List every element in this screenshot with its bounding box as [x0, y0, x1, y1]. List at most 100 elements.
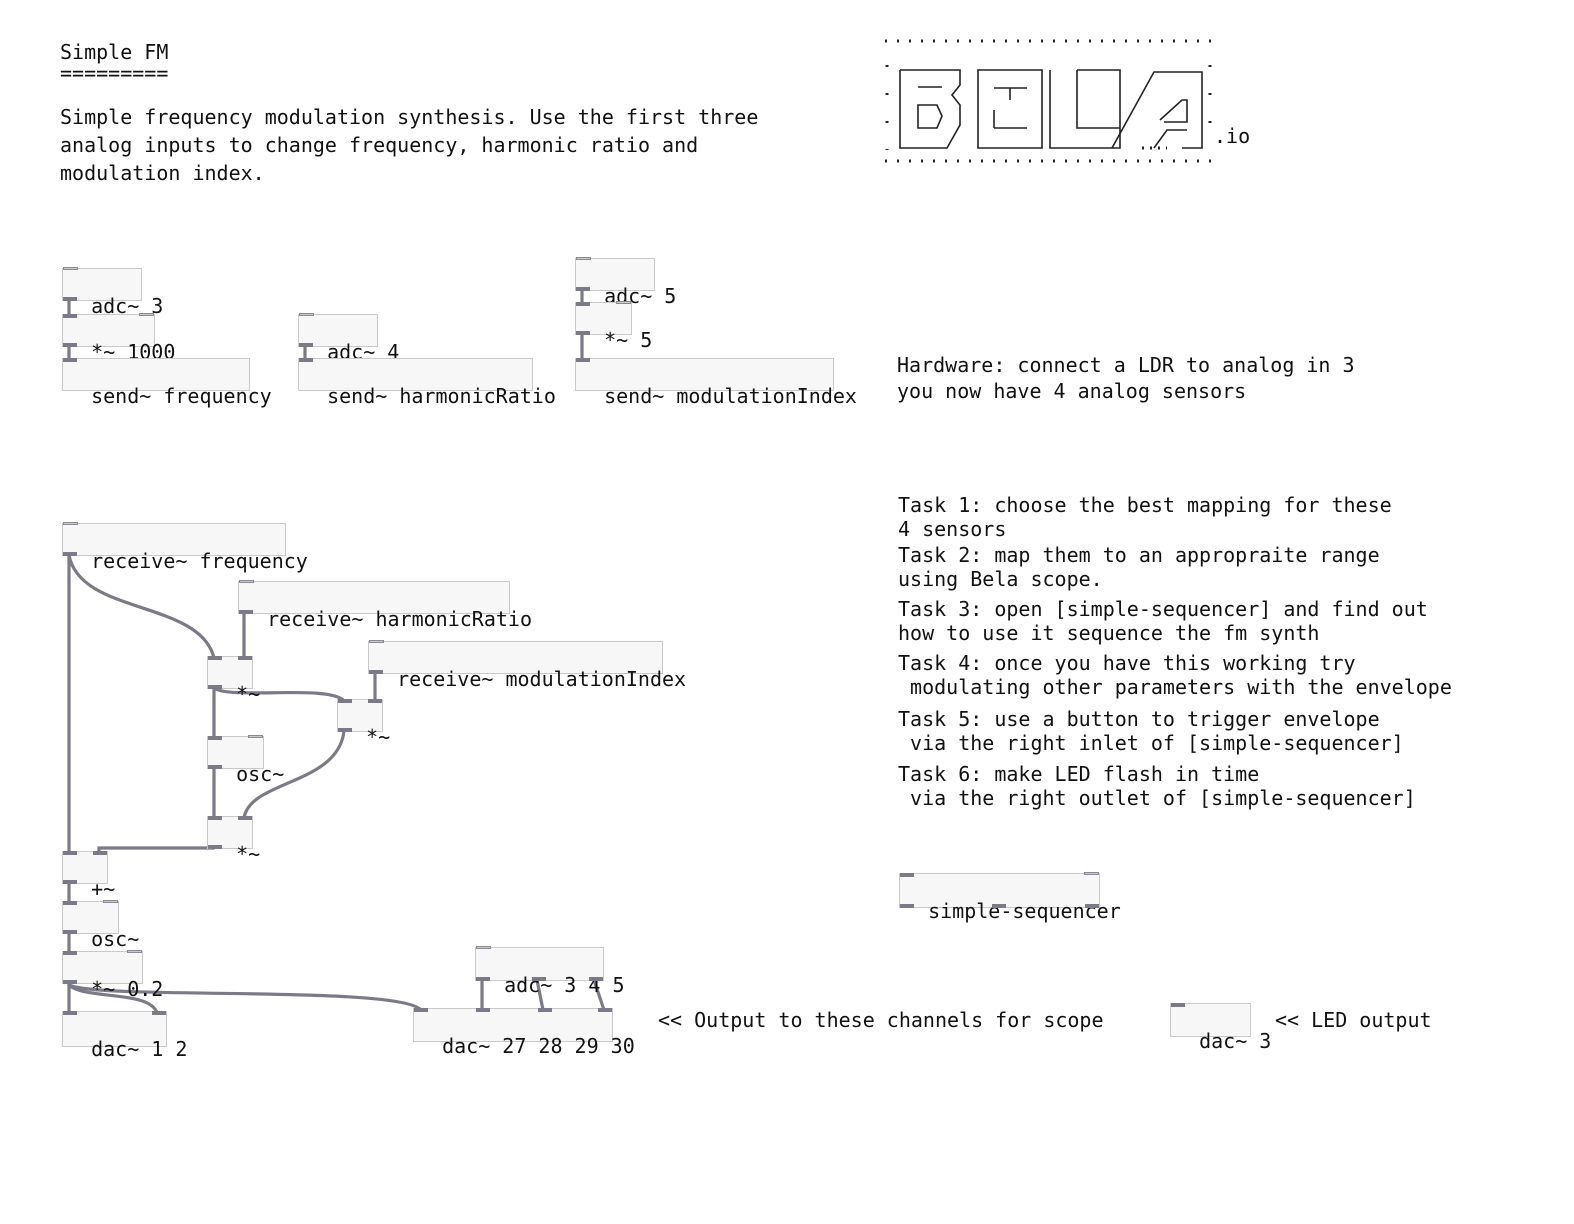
- object-dac-led[interactable]: dac~ 3: [1170, 1003, 1271, 1052]
- cord-mul-b-mul-c[interactable]: [242, 729, 346, 820]
- object-text: +~: [91, 877, 116, 901]
- object-multiply-modulator[interactable]: *~: [207, 816, 260, 865]
- object-text: dac~ 3: [1199, 1029, 1272, 1053]
- object-mul1000[interactable]: *~ 1000: [62, 313, 175, 363]
- inlet-right[interactable]: [368, 699, 382, 703]
- inlet-left[interactable]: [63, 901, 77, 905]
- inlet[interactable]: [1171, 1003, 1185, 1007]
- inlet-right[interactable]: [103, 900, 118, 903]
- cord-mul02-dac-right[interactable]: [67, 983, 159, 1015]
- inlet[interactable]: [299, 313, 314, 316]
- cord-recv-freq-mul-a[interactable]: [67, 553, 216, 660]
- outlet[interactable]: [63, 880, 77, 884]
- outlet[interactable]: [299, 343, 313, 347]
- outlet-left[interactable]: [900, 904, 914, 908]
- outlet-1[interactable]: [476, 977, 490, 981]
- cord-mul-a-mul-b[interactable]: [212, 686, 346, 703]
- object-receive-modulationindex[interactable]: receive~ modulationIndex: [368, 640, 686, 690]
- inlet-left[interactable]: [208, 656, 222, 660]
- object-add[interactable]: +~: [62, 851, 115, 900]
- inlet[interactable]: [369, 640, 384, 643]
- inlet-left[interactable]: [63, 1011, 77, 1015]
- object-receive-frequency[interactable]: receive~ frequency: [62, 522, 308, 572]
- inlet[interactable]: [63, 522, 78, 525]
- inlet[interactable]: [63, 267, 78, 270]
- object-simple-sequencer[interactable]: simple-sequencer: [899, 872, 1121, 922]
- outlet[interactable]: [369, 670, 383, 674]
- object-text: dac~ 1 2: [91, 1037, 188, 1061]
- hardware-note: Hardware: connect a LDR to analog in 3 y…: [897, 353, 1355, 403]
- inlet-right[interactable]: [238, 816, 252, 820]
- outlet[interactable]: [208, 845, 222, 849]
- inlet-left[interactable]: [63, 314, 77, 318]
- object-text: simple-sequencer: [928, 899, 1121, 923]
- inlet-30[interactable]: [598, 1008, 612, 1012]
- outlet-2[interactable]: [532, 977, 546, 981]
- inlet-left[interactable]: [900, 873, 914, 877]
- object-mul5[interactable]: *~ 5: [575, 301, 652, 351]
- object-send-modulationindex[interactable]: send~ modulationIndex: [575, 358, 857, 407]
- outlet[interactable]: [63, 930, 77, 934]
- outlet[interactable]: [63, 552, 77, 556]
- cord-mul-c-add[interactable]: [97, 846, 216, 855]
- object-text: adc~ 3: [91, 294, 164, 318]
- inlet-28[interactable]: [476, 1008, 490, 1012]
- outlet[interactable]: [576, 331, 590, 335]
- object-multiply-index[interactable]: *~: [337, 699, 390, 748]
- object-multiply-ratio[interactable]: *~: [207, 656, 260, 705]
- inlet[interactable]: [576, 257, 591, 260]
- cord-mul02-dac-scope[interactable]: [67, 983, 423, 1012]
- object-adc-3-4-5[interactable]: adc~ 3 4 5: [475, 946, 625, 996]
- inlet-left[interactable]: [338, 699, 352, 703]
- object-receive-harmonicratio[interactable]: receive~ harmonicRatio: [238, 580, 532, 630]
- object-dac-1-2[interactable]: dac~ 1 2: [62, 1011, 187, 1060]
- object-send-harmonicratio[interactable]: send~ harmonicRatio: [298, 358, 556, 407]
- inlet[interactable]: [576, 358, 590, 362]
- inlet[interactable]: [63, 358, 77, 362]
- object-dac-scope[interactable]: dac~ 27 28 29 30: [413, 1008, 635, 1057]
- object-text: *~ 0.2: [91, 977, 164, 1001]
- inlet-left[interactable]: [63, 951, 77, 955]
- cord-adc345-dac-29[interactable]: [535, 978, 545, 1012]
- task-6: Task 6: make LED flash in time via the r…: [898, 762, 1416, 810]
- outlet[interactable]: [576, 287, 590, 291]
- outlet[interactable]: [63, 980, 77, 984]
- cord-adc345-dac-30[interactable]: [592, 978, 606, 1012]
- object-osc-modulator[interactable]: osc~: [207, 735, 284, 785]
- inlet-29[interactable]: [538, 1008, 552, 1012]
- inlet-right[interactable]: [93, 851, 107, 855]
- outlet-3[interactable]: [589, 977, 603, 981]
- task-2: Task 2: map them to an appropraite range…: [898, 543, 1380, 591]
- outlet[interactable]: [239, 610, 253, 614]
- task-4: Task 4: once you have this working try m…: [898, 651, 1452, 699]
- inlet-27[interactable]: [414, 1008, 428, 1012]
- object-adc4[interactable]: adc~ 4: [298, 313, 399, 363]
- outlet[interactable]: [208, 765, 222, 769]
- object-send-frequency[interactable]: send~ frequency: [62, 358, 272, 407]
- inlet-right[interactable]: [1084, 872, 1099, 875]
- inlet-left[interactable]: [208, 736, 222, 740]
- inlet-right[interactable]: [152, 1011, 166, 1015]
- inlet-right[interactable]: [127, 950, 142, 953]
- inlet-right[interactable]: [139, 313, 154, 316]
- object-multiply-gain[interactable]: *~ 0.2: [62, 950, 163, 1000]
- outlet[interactable]: [338, 728, 352, 732]
- object-adc5[interactable]: adc~ 5: [575, 257, 676, 307]
- inlet-right[interactable]: [248, 735, 263, 738]
- inlet[interactable]: [299, 358, 313, 362]
- outlet-right[interactable]: [1085, 904, 1099, 908]
- inlet-left[interactable]: [576, 302, 590, 306]
- outlet[interactable]: [63, 343, 77, 347]
- inlet-left[interactable]: [63, 851, 77, 855]
- inlet-left[interactable]: [208, 816, 222, 820]
- inlet-right[interactable]: [238, 656, 252, 660]
- object-text: receive~ frequency: [91, 549, 308, 573]
- outlet-middle[interactable]: [992, 904, 1006, 908]
- outlet[interactable]: [63, 297, 77, 301]
- object-adc3[interactable]: adc~ 3: [62, 267, 163, 317]
- inlet[interactable]: [239, 580, 254, 583]
- inlet-right[interactable]: [616, 301, 631, 304]
- inlet[interactable]: [476, 946, 491, 949]
- object-osc-carrier[interactable]: osc~: [62, 900, 139, 950]
- outlet[interactable]: [208, 685, 222, 689]
